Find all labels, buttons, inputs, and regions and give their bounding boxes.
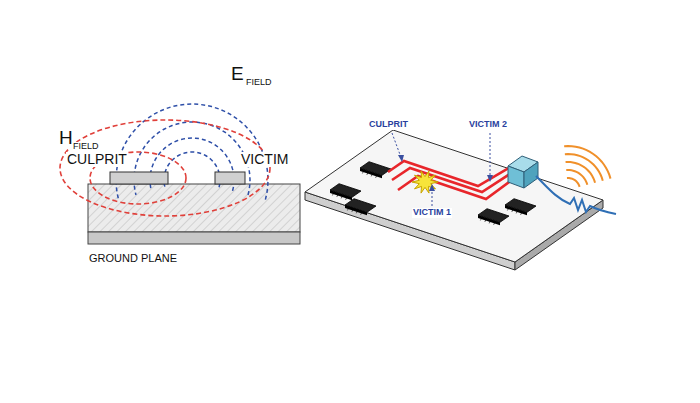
trace-label: CULPRIT [66, 152, 128, 167]
trace-label: VICTIM 1 [412, 208, 452, 218]
e-field-line [164, 152, 220, 187]
trace-label: VICTIM 2 [468, 120, 508, 130]
field-subscript: FIELD [72, 142, 100, 152]
ic-chip [345, 199, 376, 216]
ic-chips [330, 162, 536, 226]
layer-label: GROUND PLANE [88, 252, 178, 264]
emission-wave [567, 178, 580, 187]
leader-line [490, 133, 491, 180]
connector [508, 166, 524, 188]
victim-trace [215, 172, 245, 184]
chip-top [505, 199, 536, 213]
ic-chip [360, 162, 391, 179]
field-subscript: FIELD [245, 78, 273, 88]
trace-label: CULPRIT [368, 120, 409, 130]
h-field-line [60, 120, 270, 216]
leader-lines [392, 133, 490, 206]
ground-plane [88, 232, 300, 244]
crosstalk-burst [412, 171, 438, 193]
trace-label: VICTIM [240, 152, 289, 167]
chip-top [330, 184, 361, 198]
cable [536, 176, 616, 214]
emission-wave [564, 146, 610, 179]
connector [524, 162, 538, 188]
arrowhead [398, 155, 404, 162]
substrate [88, 184, 300, 232]
ic-chip [330, 184, 361, 201]
chip-top [478, 209, 509, 223]
emission-waves [564, 146, 610, 187]
field-symbol: E [230, 64, 245, 85]
culprit-trace [110, 172, 168, 184]
leader-heads [398, 155, 493, 191]
ic-chip [478, 209, 509, 226]
ic-chip [505, 199, 536, 216]
emission-wave [566, 162, 595, 183]
arrowhead [487, 175, 493, 182]
chip-top [360, 162, 391, 176]
emission-wave [566, 170, 587, 185]
arrowhead [429, 184, 435, 191]
chip-top [345, 199, 376, 213]
